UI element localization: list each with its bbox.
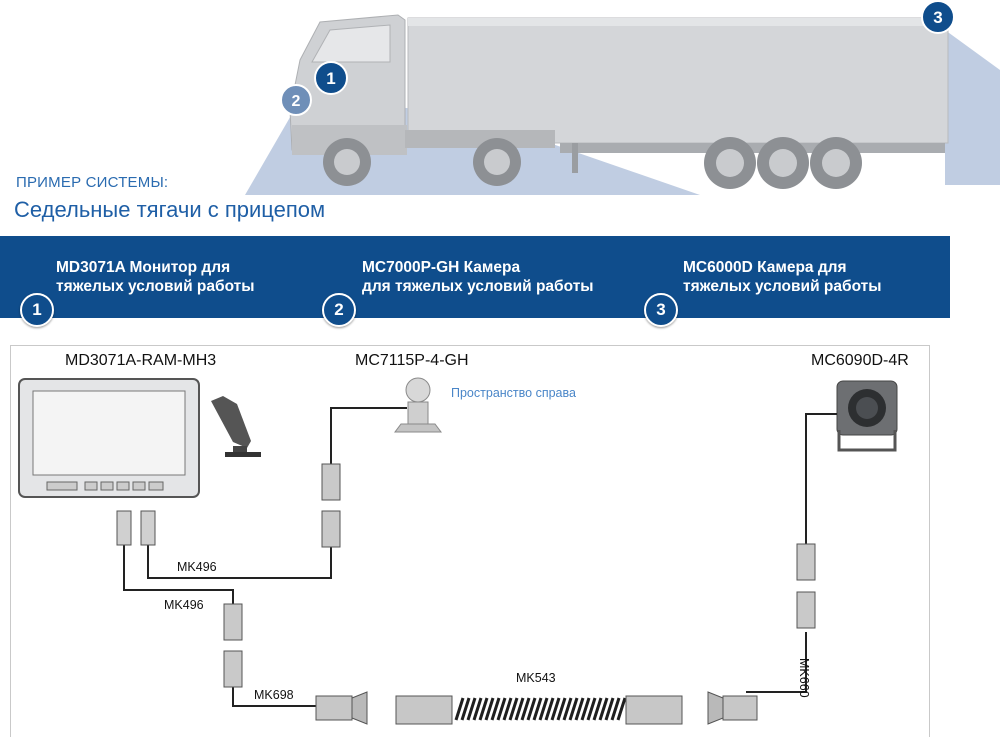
connector-monitor-a bbox=[116, 510, 132, 546]
trailer-wheel-1 bbox=[704, 137, 756, 189]
product-1-badge: 1 bbox=[20, 293, 54, 327]
camera-1-note: Пространство справа bbox=[451, 386, 576, 400]
coupling-plug-right bbox=[707, 691, 758, 725]
connector-mk496-lower bbox=[223, 650, 243, 688]
product-3-line2: тяжелых условий работы bbox=[683, 278, 882, 295]
ram-mount-image bbox=[211, 396, 261, 457]
monitor-label: MD3071A-RAM-MH3 bbox=[65, 352, 217, 369]
cable-mk698: MK698 bbox=[254, 688, 294, 702]
truck-illustration: 1 2 3 bbox=[245, 0, 1000, 195]
camera-2-label: MC6090D-4R bbox=[811, 352, 909, 369]
cable-mk660: MK660 bbox=[797, 658, 811, 698]
trailer-wheel-2 bbox=[757, 137, 809, 189]
product-2-badge: 2 bbox=[322, 293, 356, 327]
callout-1: 1 bbox=[314, 61, 348, 95]
camera-1-label: MC7115P-4-GH bbox=[355, 352, 469, 369]
spiral-cable bbox=[454, 697, 627, 721]
trailer-wheel-3 bbox=[810, 137, 862, 189]
camera-1-image bbox=[394, 377, 442, 433]
cab-front-wheel bbox=[323, 138, 371, 186]
connector-monitor-b bbox=[140, 510, 156, 546]
product-band: MD3071A Монитор для тяжелых условий рабо… bbox=[0, 236, 950, 318]
rear-view-cone bbox=[945, 30, 1000, 185]
coupling-socket-right bbox=[625, 695, 683, 725]
cable-mk496-lower: MK496 bbox=[164, 598, 204, 612]
product-3-line1: MC6000D Камера для bbox=[683, 259, 847, 276]
product-3-badge: 3 bbox=[644, 293, 678, 327]
product-2: MC7000P-GH Камера для тяжелых условий ра… bbox=[362, 258, 594, 296]
camera-2-image bbox=[836, 380, 898, 452]
product-1: MD3071A Монитор для тяжелых условий рабо… bbox=[56, 258, 254, 296]
callout-3: 3 bbox=[921, 0, 955, 34]
trailer-body bbox=[407, 17, 949, 144]
wiring-drawing bbox=[18, 377, 898, 725]
connector-mk496-upper bbox=[223, 603, 243, 641]
product-2-line2: для тяжелых условий работы bbox=[362, 278, 594, 295]
monitor-image bbox=[18, 378, 200, 498]
wiring-diagram: MD3071A-RAM-MH3 MC7115P-4-GH Пространств… bbox=[10, 345, 930, 737]
cab-rear-wheel bbox=[473, 138, 521, 186]
connector-cam1-upper bbox=[321, 463, 341, 501]
product-2-line1: MC7000P-GH Камера bbox=[362, 259, 521, 276]
coupling-plug-left bbox=[315, 691, 368, 725]
coupling-socket-left bbox=[395, 695, 453, 725]
connector-cam2-lower bbox=[796, 591, 816, 629]
product-1-line2: тяжелых условий работы bbox=[56, 278, 255, 295]
cable-mk543: MK543 bbox=[516, 671, 556, 685]
svg-text:1: 1 bbox=[326, 69, 335, 88]
example-label: ПРИМЕР СИСТЕМЫ: bbox=[16, 174, 169, 191]
product-3: MC6000D Камера для тяжелых условий работ… bbox=[683, 258, 881, 296]
svg-text:3: 3 bbox=[933, 8, 942, 27]
connector-cam1-lower bbox=[321, 510, 341, 548]
wire-lines bbox=[123, 407, 837, 707]
callout-2: 2 bbox=[280, 84, 312, 116]
product-1-line1: MD3071A Монитор для bbox=[56, 259, 231, 276]
cable-mk496-upper: MK496 bbox=[177, 560, 217, 574]
connector-cam2-upper bbox=[796, 543, 816, 581]
example-title: Седельные тягачи с прицепом bbox=[14, 197, 326, 222]
svg-text:2: 2 bbox=[292, 93, 301, 110]
